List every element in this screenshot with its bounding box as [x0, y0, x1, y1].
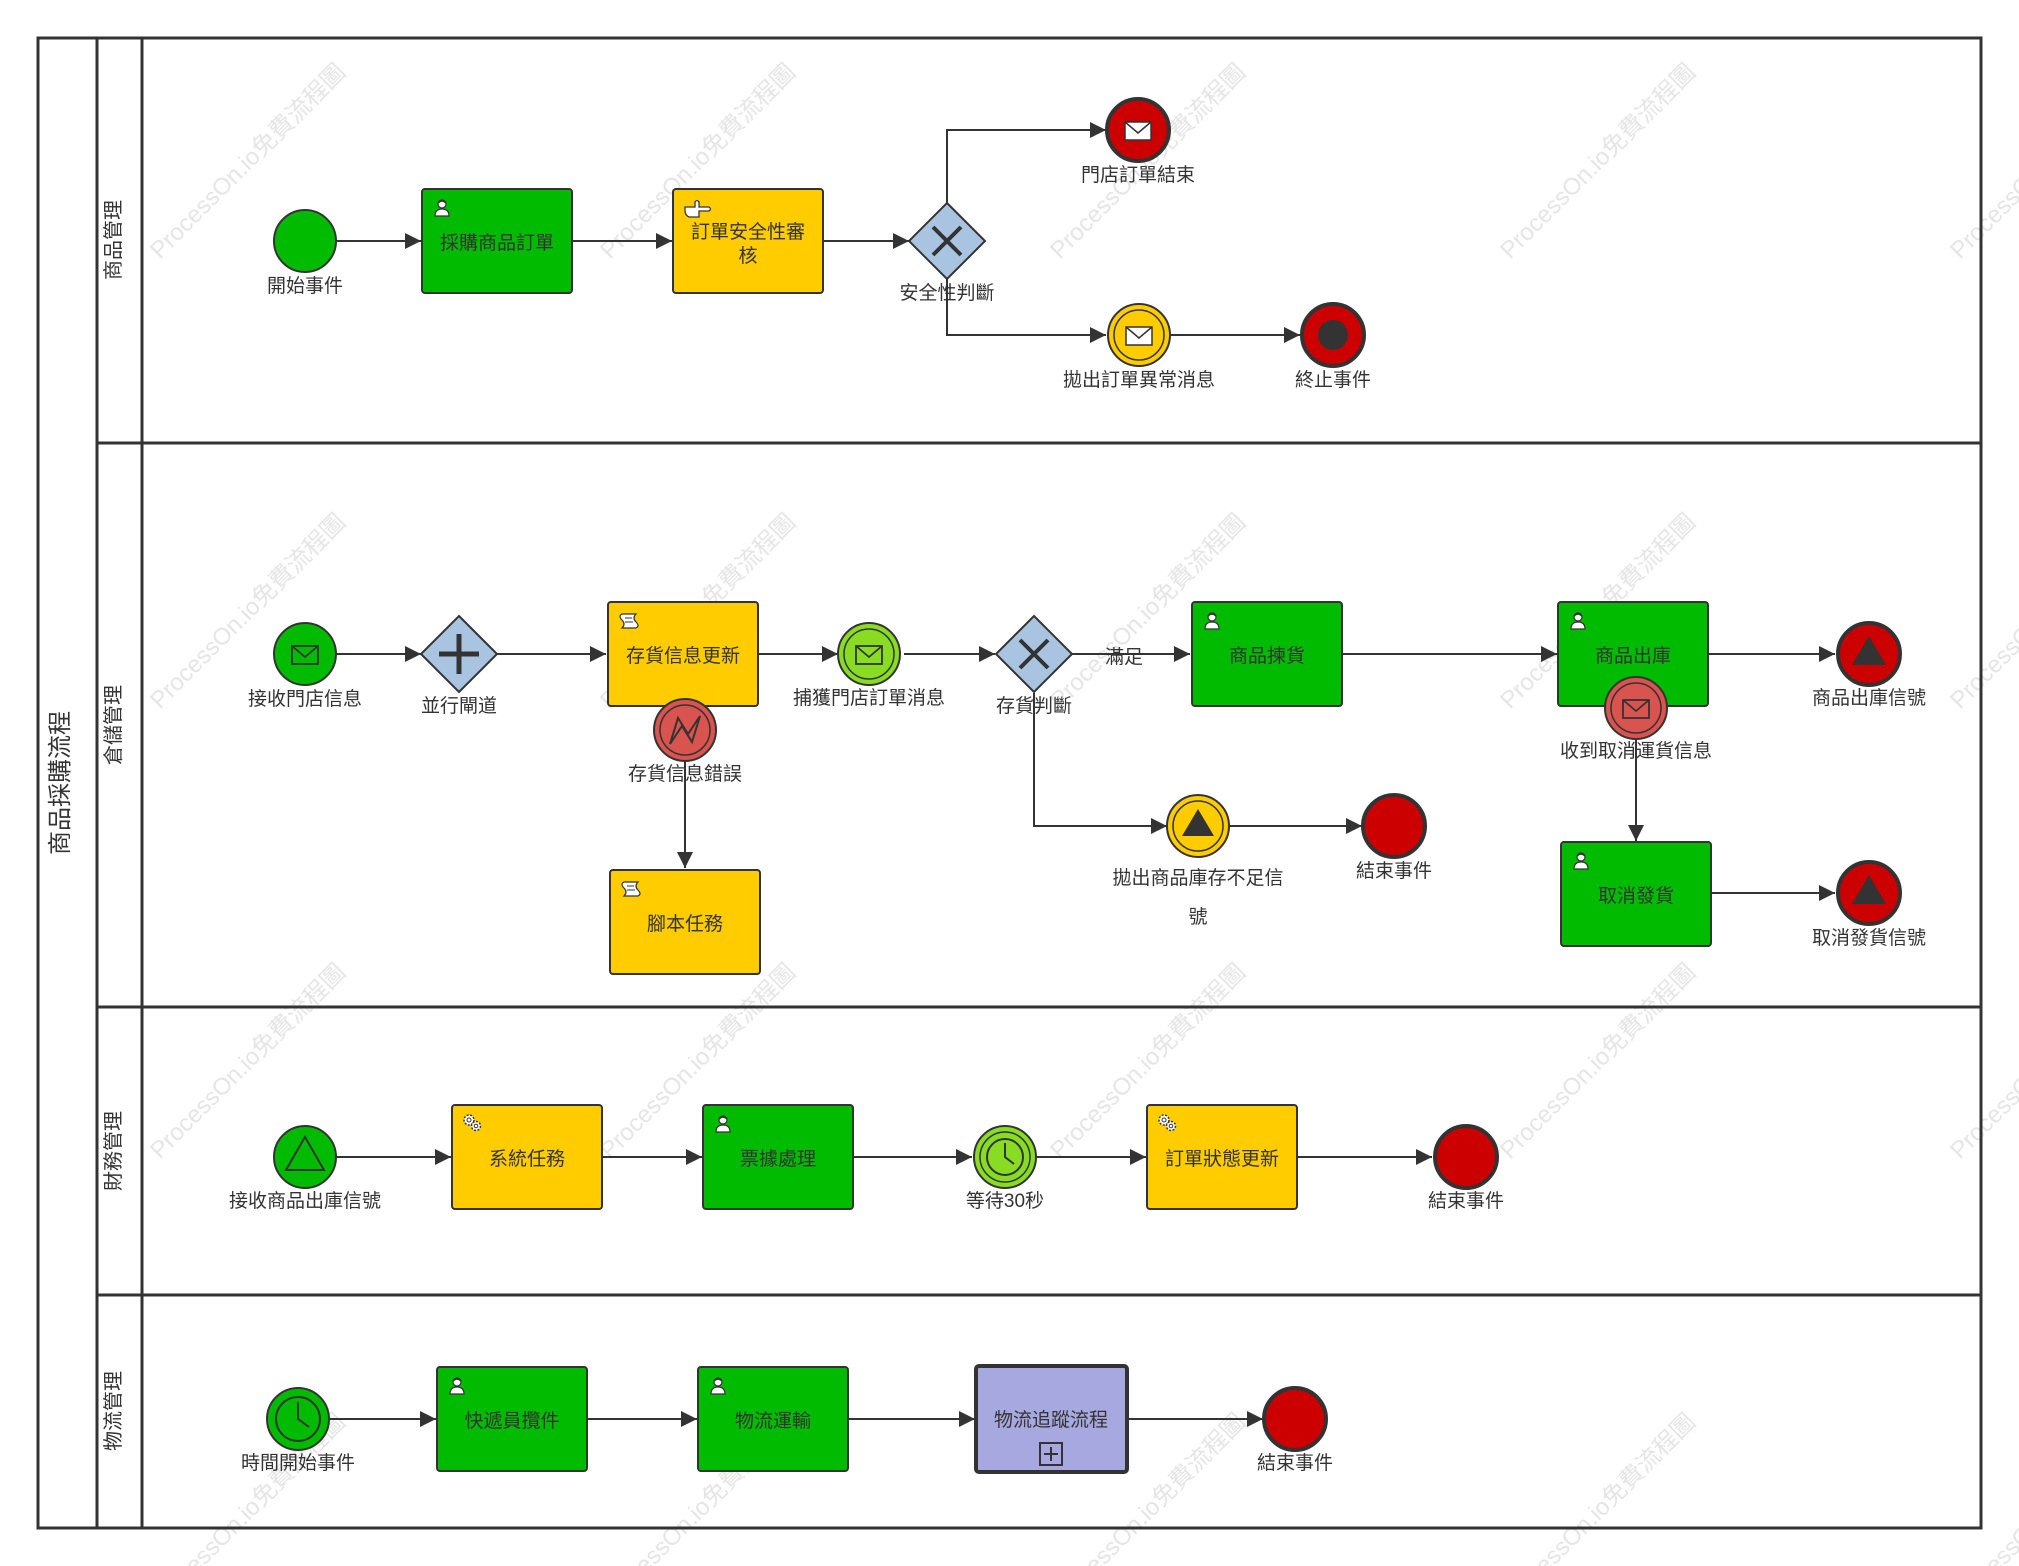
node-label-line1: 拋出商品庫存不足信	[1112, 867, 1283, 889]
node-label: 接收商品出庫信號	[229, 1190, 381, 1212]
end-event-finance[interactable]	[1433, 1124, 1499, 1190]
clock-icon	[986, 1138, 1024, 1176]
task-label: 訂單狀態更新	[1165, 1148, 1279, 1170]
error-boundary-event[interactable]	[653, 698, 717, 762]
manual-task-review[interactable]: 訂單安全性審 核	[672, 188, 824, 294]
node-label: 終止事件	[1295, 369, 1371, 391]
watermark-text: ProcessOn.io免費流程圖	[1495, 958, 1701, 1164]
watermark-text: ProcessOn.io免費流程圖	[1495, 58, 1701, 264]
terminate-end-event[interactable]	[1300, 302, 1366, 368]
envelope-icon	[1124, 121, 1152, 141]
triangle-icon	[1852, 636, 1886, 665]
task-label: 採購商品訂單	[440, 232, 554, 254]
node-label: 存貨判斷	[996, 695, 1072, 717]
node-label: 門店訂單結束	[1081, 164, 1195, 186]
node-label-line2: 號	[1188, 906, 1207, 928]
user-task-pick[interactable]: 商品揀貨	[1191, 601, 1343, 707]
triangle-icon	[1852, 875, 1886, 904]
lane-label-warehouse: 倉儲管理	[102, 685, 125, 765]
triangle-icon	[284, 1134, 326, 1171]
node-label: 安全性判斷	[899, 282, 994, 304]
sequence-flows	[330, 122, 1835, 1427]
triangle-icon	[1182, 809, 1214, 836]
user-task-purchase[interactable]: 採購商品訂單	[421, 188, 573, 294]
user-task-courier[interactable]: 快遞員攬件	[436, 1366, 588, 1472]
signal-throw-event-stock-short[interactable]	[1166, 794, 1230, 858]
collapsed-subprocess-tracking[interactable]: 物流追蹤流程	[974, 1364, 1129, 1474]
task-label-line1: 訂單安全性審	[691, 221, 805, 243]
service-task-system[interactable]: 系統任務	[451, 1104, 603, 1210]
message-end-event-store[interactable]	[1105, 97, 1171, 163]
lightning-icon	[669, 715, 701, 745]
signal-end-event-cancel[interactable]	[1836, 860, 1902, 926]
node-label: 結束事件	[1428, 1190, 1504, 1212]
lane-label-finance: 財務管理	[102, 1111, 125, 1191]
lane-label-product: 商品管理	[102, 200, 125, 280]
node-label: 存貨信息錯誤	[628, 763, 742, 785]
signal-start-event[interactable]	[273, 1125, 337, 1189]
node-label: 等待30秒	[966, 1190, 1044, 1212]
task-label: 存貨信息更新	[626, 645, 740, 667]
node-label: 捕獲門店訂單消息	[793, 687, 945, 709]
timer-catch-event[interactable]	[973, 1125, 1037, 1189]
user-task-transport[interactable]: 物流運輸	[697, 1366, 849, 1472]
node-label: 商品出庫信號	[1812, 687, 1926, 709]
watermark-text: ProcessOn.io免費流程圖	[145, 508, 351, 714]
message-throw-event-exception[interactable]	[1107, 303, 1171, 367]
node-label: 拋出訂單異常消息	[1063, 369, 1215, 391]
user-task-cancel[interactable]: 取消發貨	[1560, 841, 1712, 947]
exclusive-gateway-stock[interactable]	[994, 614, 1074, 694]
task-label: 物流運輸	[735, 1410, 811, 1432]
node-label: 取消發貨信號	[1812, 927, 1926, 949]
user-task-outbound[interactable]: 商品出庫	[1557, 601, 1709, 707]
task-label: 取消發貨	[1598, 885, 1674, 907]
node-label: 時間開始事件	[241, 1452, 355, 1474]
node-label: 開始事件	[267, 275, 343, 297]
message-start-event[interactable]	[273, 622, 337, 686]
node-label: 接收門店信息	[248, 688, 362, 710]
pool-title: 商品採購流程	[47, 711, 74, 855]
parallel-gateway[interactable]	[419, 614, 499, 694]
subprocess-label: 物流追蹤流程	[994, 1409, 1108, 1431]
node-label: 並行閘道	[421, 695, 497, 717]
task-label: 票據處理	[740, 1148, 816, 1170]
task-label: 腳本任務	[647, 913, 723, 935]
message-catch-event[interactable]	[837, 622, 901, 686]
user-task-invoice[interactable]: 票據處理	[702, 1104, 854, 1210]
flow-label: 滿足	[1105, 646, 1143, 668]
node-label: 結束事件	[1257, 1452, 1333, 1474]
task-label-line2: 核	[738, 245, 757, 267]
service-task-status[interactable]: 訂單狀態更新	[1146, 1104, 1298, 1210]
lane-label-logistics: 物流管理	[102, 1371, 125, 1451]
exclusive-gateway-safety[interactable]	[907, 201, 987, 281]
expand-icon[interactable]	[1039, 1442, 1063, 1466]
timer-start-event[interactable]	[266, 1387, 330, 1451]
message-boundary-event-cancel[interactable]	[1604, 676, 1668, 740]
watermark-text: ProcessOn.io免費流程圖	[1495, 1408, 1701, 1566]
envelope-icon	[1125, 326, 1153, 346]
hand-icon	[684, 199, 712, 218]
start-event[interactable]	[273, 209, 337, 273]
script-task[interactable]: 腳本任務	[609, 869, 761, 975]
script-task-stock-update[interactable]: 存貨信息更新	[607, 601, 759, 707]
node-label: 結束事件	[1356, 860, 1432, 882]
pool: 商品採購流程 商品管理 倉儲管理 財務管理 物流管理	[36, 36, 1983, 1530]
clock-icon	[275, 1396, 321, 1442]
task-label: 快遞員攬件	[464, 1410, 559, 1432]
task-label: 系統任務	[489, 1148, 565, 1170]
task-label: 商品出庫	[1595, 645, 1671, 667]
end-event-logistics[interactable]	[1262, 1386, 1328, 1452]
signal-end-event-outbound[interactable]	[1836, 621, 1902, 687]
node-label: 收到取消運貨信息	[1560, 740, 1712, 762]
end-event-stock[interactable]	[1361, 793, 1427, 859]
task-label: 商品揀貨	[1229, 645, 1305, 667]
